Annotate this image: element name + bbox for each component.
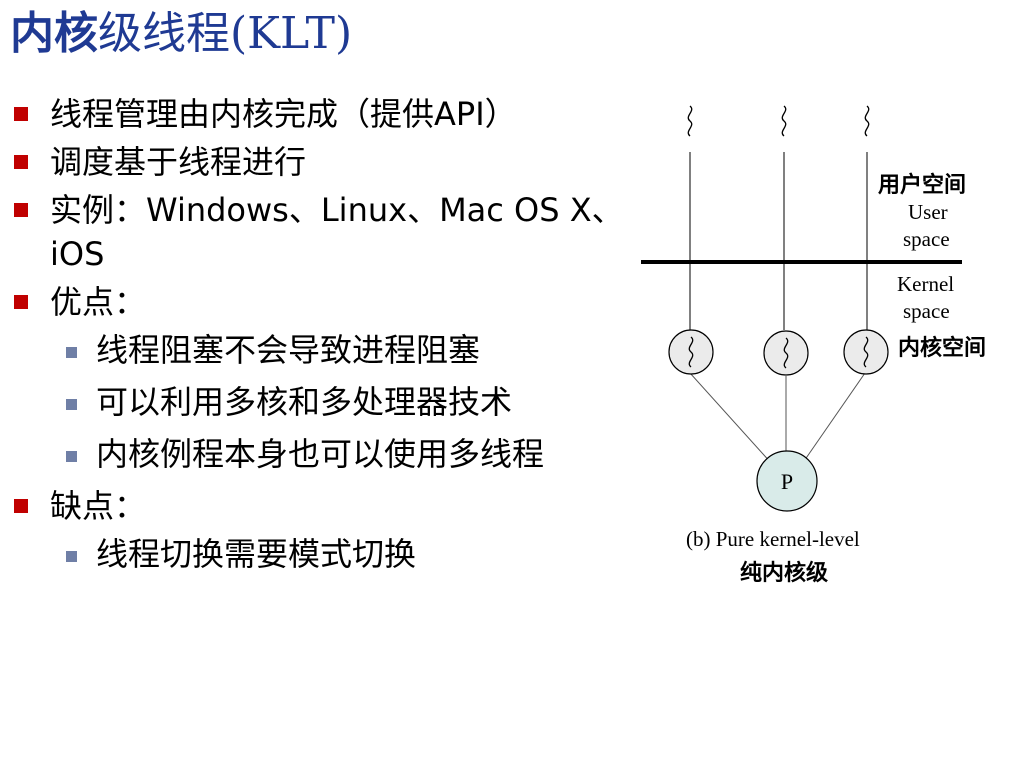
- bullet-list: 线程管理由内核完成（提供API） 调度基于线程进行 实例：Windows、Lin…: [12, 92, 662, 584]
- bullet-text: 调度基于线程进行: [50, 143, 307, 181]
- kernel-space-label-en-1: Kernel: [897, 272, 954, 296]
- bullet-item: 线程管理由内核完成（提供API）: [12, 92, 662, 136]
- kernel-thread-node: [843, 329, 889, 375]
- bullet-marker: [14, 203, 28, 217]
- sub-bullet-text: 线程阻塞不会导致进程阻塞: [96, 331, 481, 369]
- user-space-label-en-1: User: [908, 200, 948, 224]
- diagram-caption-en: (b) Pure kernel-level: [686, 527, 860, 551]
- bullet-marker: [14, 499, 28, 513]
- thread-to-process-line: [689, 372, 773, 465]
- sub-bullet-item: 线程切换需要模式切换: [12, 532, 662, 576]
- bullet-text: 实例：Windows、Linux、Mac OS X、iOS: [50, 191, 624, 273]
- bullet-text: 缺点：: [50, 487, 147, 525]
- kernel-space-label-cn: 内核空间: [898, 335, 986, 361]
- klt-diagram: P 用户空间 User space Kernel space 内核空间 (b) …: [641, 105, 986, 586]
- thread-squiggle-icon: [864, 105, 870, 137]
- sub-bullet-marker: [66, 399, 77, 410]
- kernel-thread-node: [763, 330, 809, 376]
- bullet-item: 实例：Windows、Linux、Mac OS X、iOS: [12, 188, 662, 276]
- bullet-marker: [14, 295, 28, 309]
- sub-bullet-marker: [66, 347, 77, 358]
- bullet-marker: [14, 155, 28, 169]
- sub-bullet-text: 线程切换需要模式切换: [96, 535, 417, 573]
- bullet-item: 调度基于线程进行: [12, 140, 662, 184]
- bullet-item: 优点：: [12, 280, 662, 324]
- process-node: P: [756, 450, 818, 512]
- thread-to-process-line: [801, 372, 866, 465]
- slide-title: 内核级线程(KLT): [10, 2, 352, 66]
- kernel-thread-node: [668, 329, 714, 375]
- thread-squiggle-icon: [781, 105, 787, 137]
- bullet-item: 缺点：: [12, 484, 662, 528]
- user-space-label-en-2: space: [903, 227, 950, 251]
- kernel-space-label-en-2: space: [903, 299, 950, 323]
- slide-title-strong: 内核: [10, 8, 98, 59]
- diagram-caption-cn: 纯内核级: [740, 560, 828, 586]
- bullet-text: 线程管理由内核完成（提供API）: [50, 95, 517, 133]
- sub-bullet-item: 线程阻塞不会导致进程阻塞: [12, 328, 662, 372]
- bullet-text: 优点：: [50, 283, 147, 321]
- sub-bullet-item: 内核例程本身也可以使用多线程: [12, 432, 662, 476]
- sub-bullet-text: 可以利用多核和多处理器技术: [96, 383, 513, 421]
- process-label: P: [781, 469, 793, 494]
- sub-bullet-marker: [66, 451, 77, 462]
- slide-title-rest: 级线程(KLT): [98, 8, 353, 59]
- sub-bullet-text: 内核例程本身也可以使用多线程: [96, 435, 545, 473]
- thread-squiggle-icon: [687, 105, 693, 137]
- bullet-marker: [14, 107, 28, 121]
- user-space-label-cn: 用户空间: [878, 172, 966, 198]
- sub-bullet-marker: [66, 551, 77, 562]
- sub-bullet-item: 可以利用多核和多处理器技术: [12, 380, 662, 424]
